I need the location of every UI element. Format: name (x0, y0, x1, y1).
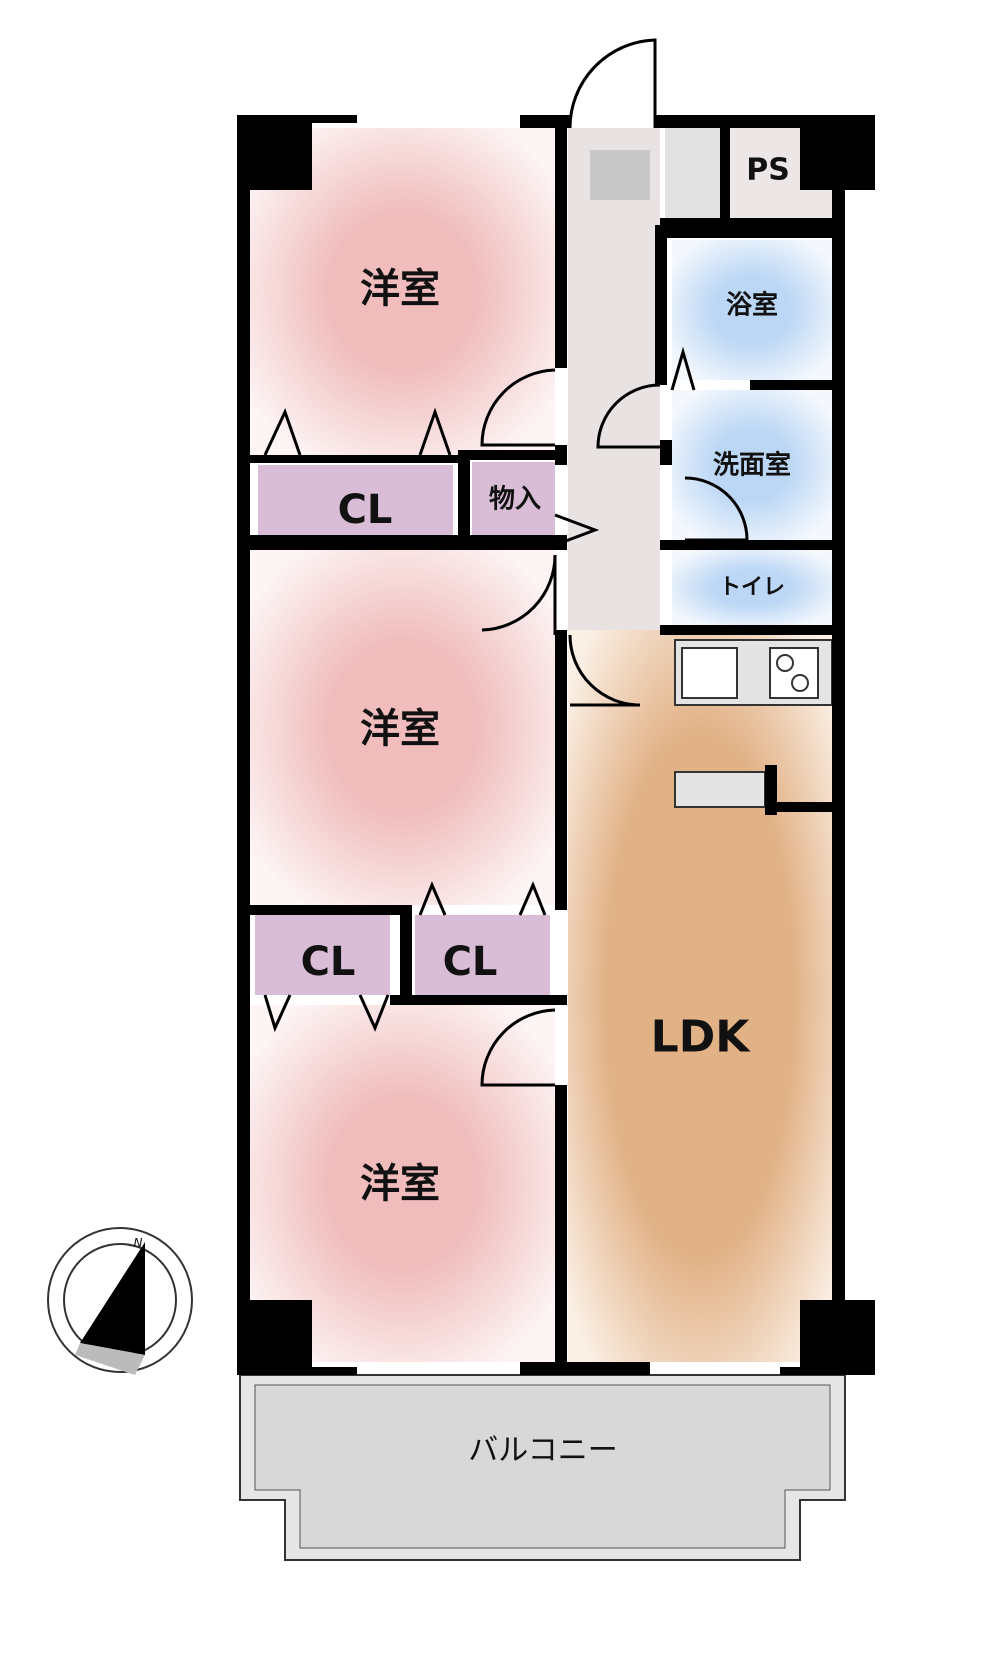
closet-3-label: CL (442, 939, 498, 985)
bath (672, 240, 832, 380)
closet-1 (258, 465, 453, 535)
ldk (568, 630, 832, 1362)
closet-3 (415, 915, 550, 995)
balcony-label: バルコニー (468, 1433, 618, 1468)
bedroom-3-label: 洋室 (360, 1161, 440, 1207)
bedroom-1-label: 洋室 (360, 266, 440, 312)
washroom (672, 390, 832, 540)
compass-north-label: N (133, 1236, 143, 1250)
compass-icon (47, 1227, 193, 1375)
sink-icon (681, 647, 738, 699)
bath-label: 浴室 (725, 290, 779, 321)
ldk-label: LDK (650, 1011, 750, 1063)
closet-1-label: CL (337, 487, 393, 533)
toilet (672, 550, 832, 625)
bedroom-2-label: 洋室 (360, 706, 440, 752)
toilet-label: トイレ (718, 575, 786, 600)
bedroom-2 (250, 550, 555, 905)
washroom-label: 洗面室 (712, 450, 792, 481)
storage (472, 462, 555, 535)
corridor (568, 128, 660, 630)
storage-label: 物入 (488, 484, 542, 515)
ps-label: PS (746, 152, 790, 188)
closet-2 (255, 915, 390, 995)
stove-icon (769, 647, 819, 699)
closet-2-label: CL (300, 939, 356, 985)
